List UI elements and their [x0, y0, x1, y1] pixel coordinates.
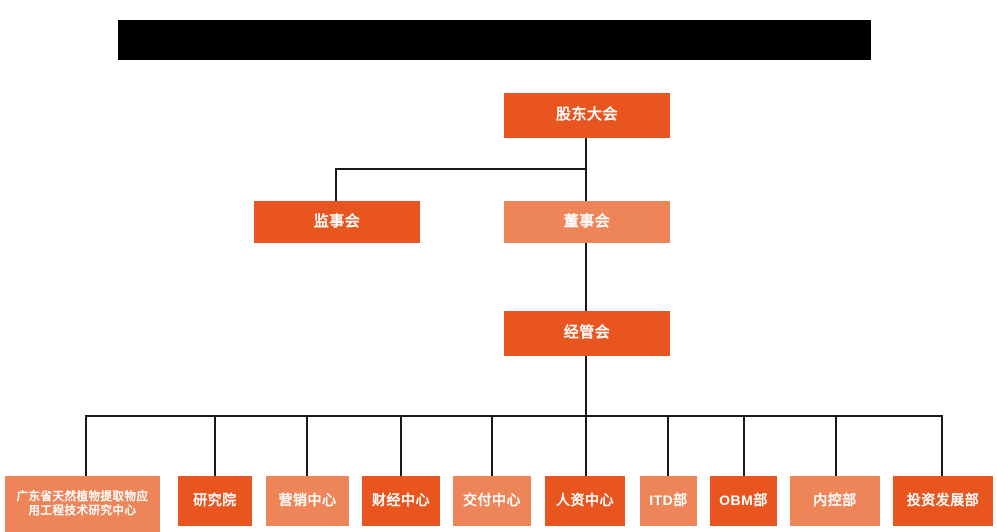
- connector-drop-itd-department: [667, 415, 669, 476]
- org-node-management-committee[interactable]: 经管会: [504, 311, 670, 356]
- org-node-shareholders-meeting[interactable]: 股东大会: [504, 93, 670, 138]
- connector-drop-obm-department: [743, 415, 745, 476]
- org-node-board-of-directors[interactable]: 董事会: [504, 201, 670, 243]
- connector-drop-guangdong-research-center: [85, 415, 87, 476]
- org-node-finance-center[interactable]: 财经中心: [362, 476, 440, 526]
- org-node-obm-department[interactable]: OBM部: [710, 476, 777, 526]
- org-node-research-institute[interactable]: 研究院: [178, 476, 252, 526]
- connector-management-to-bus: [585, 356, 587, 417]
- connector-directors-to-management: [585, 243, 587, 311]
- org-node-itd-department[interactable]: ITD部: [640, 476, 697, 526]
- connector-drop-delivery-center: [491, 415, 493, 476]
- org-node-delivery-center[interactable]: 交付中心: [453, 476, 531, 526]
- connector-junction-horizontal: [335, 168, 586, 170]
- org-node-hr-center[interactable]: 人资中心: [545, 476, 625, 526]
- connector-junction-to-directors: [585, 168, 587, 201]
- org-node-investment-development-department[interactable]: 投资发展部: [893, 476, 993, 526]
- connector-drop-finance-center: [400, 415, 402, 476]
- redacted-title-bar: [118, 20, 871, 60]
- connector-drop-investment-development-department: [941, 415, 943, 476]
- connector-drop-research-institute: [214, 415, 216, 476]
- connector-junction-to-supervisors: [335, 168, 337, 201]
- connector-bottom-bus: [85, 415, 942, 417]
- connector-drop-hr-center: [585, 415, 587, 476]
- org-node-guangdong-research-center[interactable]: 广东省天然植物提取物应用工程技术研究中心: [5, 476, 160, 532]
- org-node-internal-control-department[interactable]: 内控部: [790, 476, 880, 526]
- connector-shareholders-to-junction: [585, 138, 587, 170]
- connector-drop-marketing-center: [306, 415, 308, 476]
- org-node-board-of-supervisors[interactable]: 监事会: [254, 201, 420, 243]
- connector-drop-internal-control-department: [835, 415, 837, 476]
- org-node-marketing-center[interactable]: 营销中心: [266, 476, 349, 526]
